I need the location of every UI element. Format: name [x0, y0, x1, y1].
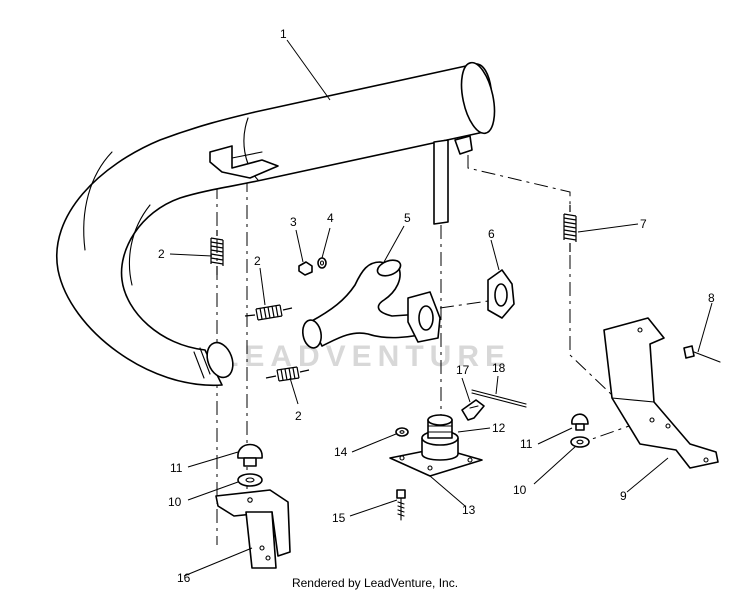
- washer-small: [317, 257, 327, 269]
- callout-2c: 2: [295, 409, 302, 423]
- callout-6: 6: [488, 227, 495, 241]
- render-credit: Rendered by LeadVenture, Inc.: [291, 576, 459, 590]
- callout-2a: 2: [158, 247, 165, 261]
- washer-left: [237, 473, 263, 487]
- center-mount: [389, 414, 483, 477]
- callout-18: 18: [492, 361, 506, 375]
- hidden-lines: [216, 155, 633, 545]
- callout-3: 3: [290, 215, 297, 229]
- gasket: [487, 269, 515, 319]
- rubber-mount-left: [237, 443, 263, 467]
- screw: [396, 489, 406, 521]
- springs: [210, 230, 310, 382]
- exhaust-manifold: [302, 259, 441, 349]
- spring-right: [563, 205, 577, 252]
- nut: [298, 261, 313, 276]
- callout-2b: 2: [254, 254, 261, 268]
- callout-16: 16: [177, 571, 191, 585]
- callout-5: 5: [404, 211, 411, 225]
- clamp: [461, 399, 485, 421]
- bracket-right: [603, 317, 719, 469]
- callout-7: 7: [640, 217, 647, 231]
- watermark: LEADVENTURE: [220, 340, 511, 373]
- washer-14: [395, 427, 409, 437]
- washer-right: [570, 436, 590, 448]
- spring-middle: [244, 304, 293, 321]
- callout-10a: 10: [168, 495, 182, 509]
- callout-10b: 10: [513, 483, 527, 497]
- leader-lines: [169, 39, 713, 577]
- callout-8: 8: [708, 291, 715, 305]
- pin: [683, 345, 721, 363]
- callout-4: 4: [327, 211, 334, 225]
- callout-15: 15: [332, 511, 346, 525]
- spring-vertical: [210, 230, 224, 275]
- spring-lower: [265, 366, 310, 382]
- callout-14: 14: [334, 445, 348, 459]
- callouts: 1 2 2 2 3 4 5 6 7 8 9 10 11 11 10 16 14 …: [158, 27, 715, 585]
- rod: [471, 389, 527, 408]
- muffler: [55, 61, 496, 386]
- callout-1: 1: [280, 27, 287, 41]
- callout-12: 12: [492, 421, 506, 435]
- callout-13: 13: [462, 503, 476, 517]
- rubber-mount-right: [571, 413, 589, 431]
- bracket-left: [215, 489, 291, 569]
- callout-9: 9: [620, 489, 627, 503]
- callout-17: 17: [456, 363, 470, 377]
- callout-11a: 11: [170, 461, 183, 475]
- callout-11b: 11: [520, 437, 533, 451]
